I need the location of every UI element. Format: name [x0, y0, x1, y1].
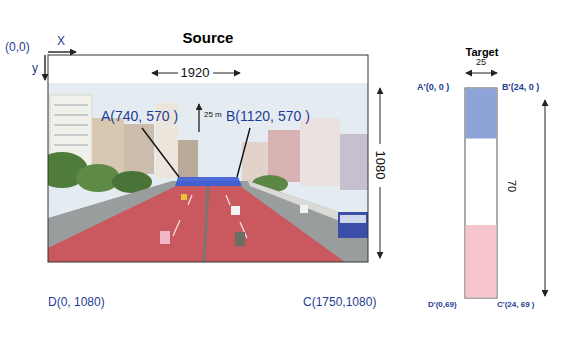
point-label: B'(24, 0 ) — [502, 83, 539, 93]
point-label: D'(0,69) — [428, 301, 457, 310]
panel-heading: Source — [48, 29, 368, 46]
distance-label: 25 m — [204, 111, 222, 120]
source-frame — [48, 55, 368, 262]
distance-arrow — [198, 104, 199, 132]
dimension-arrow — [466, 73, 497, 74]
point-label: C(1750,1080) — [303, 296, 376, 309]
origin-label: (0,0) — [5, 41, 30, 54]
dimension-arrow — [152, 73, 178, 74]
axis-label: X — [57, 35, 65, 48]
dimension-arrow — [380, 187, 381, 258]
point-label: A(740, 570 ) — [101, 109, 178, 124]
leader-line — [237, 128, 250, 177]
dimension-label: 70 — [506, 180, 518, 192]
leader-line — [142, 128, 179, 177]
target-top-zone — [466, 89, 497, 139]
target-bottom-zone — [466, 225, 497, 298]
x-axis-arrow — [48, 51, 76, 52]
dimension-arrow — [545, 100, 546, 296]
point-label: C'(24, 69 ) — [497, 301, 534, 310]
dimension-label: 1920 — [181, 66, 210, 80]
panel-heading: Target — [451, 46, 513, 59]
source-panel: Source — [48, 29, 368, 262]
target-strip — [465, 88, 497, 298]
point-label: A'(0, 0 ) — [417, 83, 449, 93]
y-axis-arrow — [44, 55, 45, 80]
dimension-label: 1080 — [373, 151, 387, 180]
point-label: B(1120, 570 ) — [226, 109, 310, 124]
dimension-label: 25 — [476, 58, 486, 68]
point-label: D(0, 1080) — [48, 296, 105, 309]
dimension-arrow — [380, 88, 381, 144]
axis-label: y — [32, 62, 38, 75]
dimension-arrow — [213, 73, 240, 74]
street-photo — [48, 83, 368, 262]
